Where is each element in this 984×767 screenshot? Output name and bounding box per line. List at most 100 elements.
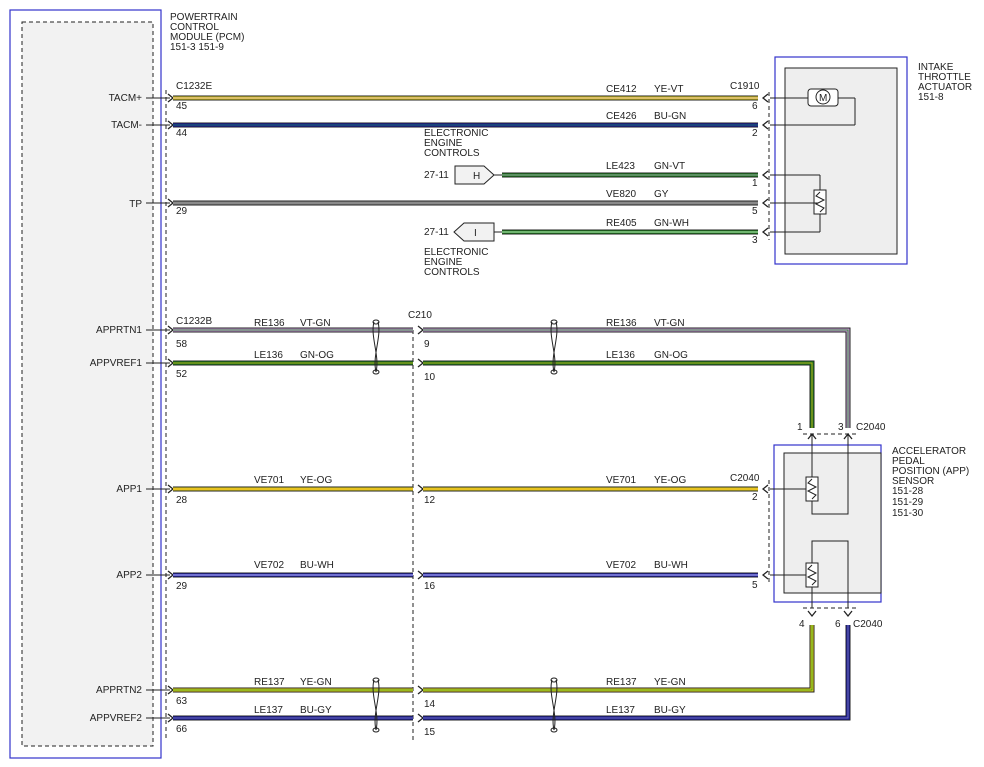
app-title-line6: 151-29 [892, 497, 924, 508]
circuit-le136-right: LE136 [606, 350, 635, 361]
pin-number: 3 [838, 422, 844, 433]
eec-label-bottom-line2: ENGINE [424, 257, 463, 268]
twisted-pair-marker [372, 319, 380, 375]
twisted-pair-marker [372, 677, 380, 733]
twisted-pair-marker [550, 677, 558, 733]
app-sensor: ACCELERATOR PEDAL POSITION (APP) SENSOR … [730, 422, 969, 630]
circuit-ve820: VE820 [606, 189, 636, 200]
connector-c1910: C1910 [730, 81, 760, 92]
color-le136-right: GN-OG [654, 350, 688, 361]
color-ce412: YE-VT [654, 84, 683, 95]
pin-number: 58 [176, 339, 188, 350]
pin-number: 16 [424, 581, 436, 592]
pin-number: 66 [176, 724, 188, 735]
pin-number: 6 [835, 619, 841, 630]
pin-number: 44 [176, 128, 188, 139]
pin-label-apprtn2: APPRTN2 [96, 685, 142, 696]
pin-number: 4 [799, 619, 805, 630]
pin-number: 3 [752, 235, 758, 246]
pin-label-app1: APP1 [116, 484, 142, 495]
connector-c210-label: C210 [408, 310, 432, 321]
eec-label-top-line2: ENGINE [424, 138, 463, 149]
color-re137-left: YE-GN [300, 677, 332, 688]
app-title-line1: ACCELERATOR [892, 446, 966, 457]
pcm-title-line2: CONTROL [170, 22, 219, 33]
circuit-labels: CE412 YE-VT CE426 BU-GN LE423 GN-VT VE82… [254, 84, 689, 716]
pcm-module: POWERTRAIN CONTROL MODULE (PCM) 151-3 15… [9, 9, 244, 759]
throttle-title-line1: INTAKE [918, 62, 954, 73]
pin-number: 9 [424, 339, 430, 350]
connector-c1232b: C1232B [176, 316, 212, 327]
eec-label-bottom-line3: CONTROLS [424, 267, 480, 278]
color-re405: GN-WH [654, 218, 689, 229]
motor-symbol: M [819, 93, 827, 104]
app-title-line7: 151-30 [892, 508, 924, 519]
color-ve702-left: BU-WH [300, 560, 334, 571]
circuit-ve702-left: VE702 [254, 560, 284, 571]
circuit-re137-left: RE137 [254, 677, 285, 688]
pin-number: 29 [176, 206, 188, 217]
pin-label-app2: APP2 [116, 570, 142, 581]
pin-number: 5 [752, 206, 758, 217]
app-body [783, 452, 882, 594]
throttle-title-line4: 151-8 [918, 92, 944, 103]
app-title-line5: 151-28 [892, 486, 924, 497]
circuit-re136-left: RE136 [254, 318, 285, 329]
pin-label-apprtn1: APPRTN1 [96, 325, 142, 336]
connector-c1232e: C1232E [176, 81, 212, 92]
app-title-line2: PEDAL [892, 456, 925, 467]
wires [173, 95, 851, 721]
pcm-internal-boundary [21, 21, 154, 747]
pin-label-appvref1: APPVREF1 [90, 358, 143, 369]
circuit-le137-left: LE137 [254, 705, 283, 716]
eec-tag-i-letter: I [474, 228, 477, 239]
circuit-ve701-right: VE701 [606, 475, 636, 486]
circuit-re405: RE405 [606, 218, 637, 229]
connector-c2040-top: C2040 [856, 422, 886, 433]
pin-number: 10 [424, 372, 436, 383]
circuit-ve702-right: VE702 [606, 560, 636, 571]
pin-number: 2 [752, 492, 758, 503]
twisted-pair-marker [550, 319, 558, 375]
twisted-pair-markers [372, 319, 558, 733]
eec-label-top-line1: ELECTRONIC [424, 128, 488, 139]
pin-number: 15 [424, 727, 436, 738]
eec-ref-i: 27-11 [424, 227, 449, 238]
pin-number: 28 [176, 495, 188, 506]
eec-label-top-line3: CONTROLS [424, 148, 480, 159]
color-re136-left: VT-GN [300, 318, 331, 329]
circuit-ve701-left: VE701 [254, 475, 284, 486]
circuit-le136-left: LE136 [254, 350, 283, 361]
color-le136-left: GN-OG [300, 350, 334, 361]
pin-number: 52 [176, 369, 188, 380]
eec-references: ELECTRONIC ENGINE CONTROLS 27-11 H 27-11… [424, 128, 502, 278]
circuit-le137-right: LE137 [606, 705, 635, 716]
app-title-line3: POSITION (APP) [892, 466, 969, 477]
color-ve701-left: YE-OG [300, 475, 332, 486]
color-ce426: BU-GN [654, 111, 686, 122]
eec-label-bottom-line1: ELECTRONIC [424, 247, 488, 258]
color-ve701-right: YE-OG [654, 475, 686, 486]
eec-tag-h-letter: H [473, 171, 480, 182]
pcm-pin-numbers: 45 44 29 58 52 28 29 63 66 [176, 101, 188, 735]
pin-number: 5 [752, 580, 758, 591]
pin-label-tacm-plus: TACM+ [109, 93, 143, 104]
pin-number: 14 [424, 699, 436, 710]
color-ve702-right: BU-WH [654, 560, 688, 571]
pin-number: 29 [176, 581, 188, 592]
pin-number: 1 [797, 422, 803, 433]
color-re137-right: YE-GN [654, 677, 686, 688]
circuit-ce426: CE426 [606, 111, 637, 122]
pin-number: 1 [752, 178, 758, 189]
pin-label-appvref2: APPVREF2 [90, 713, 143, 724]
color-le137-left: BU-GY [300, 705, 332, 716]
throttle-actuator: INTAKE THROTTLE ACTUATOR 151-8 C1910 M [730, 56, 972, 265]
circuit-le423: LE423 [606, 161, 635, 172]
color-re136-right: VT-GN [654, 318, 685, 329]
pin-label-tacm-minus: TACM- [111, 120, 142, 131]
throttle-frame [774, 56, 908, 265]
motor-icon [815, 89, 831, 105]
pin-number: 2 [752, 128, 758, 139]
pcm-frame [9, 9, 162, 759]
